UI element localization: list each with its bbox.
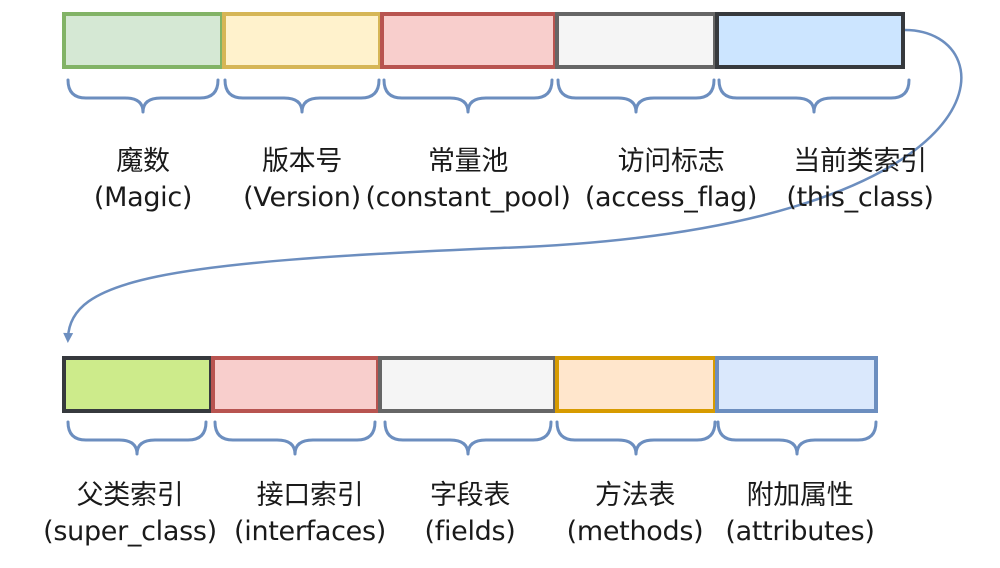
methods-label-zh: 方法表 bbox=[594, 480, 676, 511]
this-class-field-box bbox=[715, 12, 905, 69]
fields-label-zh: 字段表 bbox=[429, 480, 511, 511]
methods-label-en: (methods) bbox=[566, 516, 704, 547]
version-label-zh: 版本号 bbox=[261, 146, 343, 177]
methods-brace bbox=[555, 420, 717, 456]
fields-brace bbox=[383, 420, 553, 456]
this-class-brace bbox=[717, 78, 911, 114]
fields-field-box bbox=[378, 356, 557, 413]
interfaces-label-zh: 接口索引 bbox=[256, 480, 364, 511]
attributes-brace bbox=[716, 420, 878, 456]
fields-label-en: (fields) bbox=[424, 516, 516, 547]
super-class-label-en: (super_class) bbox=[43, 516, 217, 547]
magic-brace bbox=[66, 78, 220, 114]
version-field-box bbox=[222, 12, 382, 69]
connector-arrow bbox=[63, 28, 963, 343]
interfaces-label-en: (interfaces) bbox=[234, 516, 386, 547]
version-brace bbox=[223, 78, 381, 114]
access-flag-label-zh: 访问标志 bbox=[617, 146, 725, 177]
attributes-label: 附加属性 (attributes) bbox=[715, 478, 885, 550]
magic-label: 魔数 (Magic) bbox=[93, 144, 193, 216]
constant-pool-label-zh: 常量池 bbox=[427, 146, 509, 177]
constant-pool-label: 常量池 (constant_pool) bbox=[363, 144, 573, 216]
attributes-label-zh: 附加属性 bbox=[746, 480, 854, 511]
access-flag-label: 访问标志 (access_flag) bbox=[571, 144, 771, 216]
interfaces-label: 接口索引 (interfaces) bbox=[220, 478, 400, 550]
version-label-en: (Version) bbox=[243, 182, 361, 213]
magic-label-en: (Magic) bbox=[93, 182, 193, 213]
magic-field-box bbox=[62, 12, 224, 69]
constant-pool-label-en: (constant_pool) bbox=[365, 182, 571, 213]
constant-pool-field-box bbox=[380, 12, 557, 69]
version-label: 版本号 (Version) bbox=[222, 144, 382, 216]
super-class-label: 父类索引 (super_class) bbox=[35, 478, 225, 550]
interfaces-field-box bbox=[211, 356, 380, 413]
super-class-field-box bbox=[62, 356, 213, 413]
super-class-brace bbox=[66, 420, 208, 456]
access-flag-brace bbox=[556, 78, 716, 114]
this-class-label: 当前类索引 (this_class) bbox=[770, 144, 950, 216]
methods-label: 方法表 (methods) bbox=[550, 478, 720, 550]
interfaces-brace bbox=[213, 420, 377, 456]
methods-field-box bbox=[555, 356, 717, 413]
super-class-label-zh: 父类索引 bbox=[76, 480, 184, 511]
magic-label-zh: 魔数 bbox=[116, 146, 170, 177]
fields-label: 字段表 (fields) bbox=[400, 478, 540, 550]
attributes-label-en: (attributes) bbox=[725, 516, 875, 547]
this-class-label-en: (this_class) bbox=[786, 182, 934, 213]
attributes-field-box bbox=[715, 356, 878, 413]
access-flag-label-en: (access_flag) bbox=[584, 182, 758, 213]
constant-pool-brace bbox=[382, 78, 554, 114]
this-class-label-zh: 当前类索引 bbox=[793, 146, 927, 177]
